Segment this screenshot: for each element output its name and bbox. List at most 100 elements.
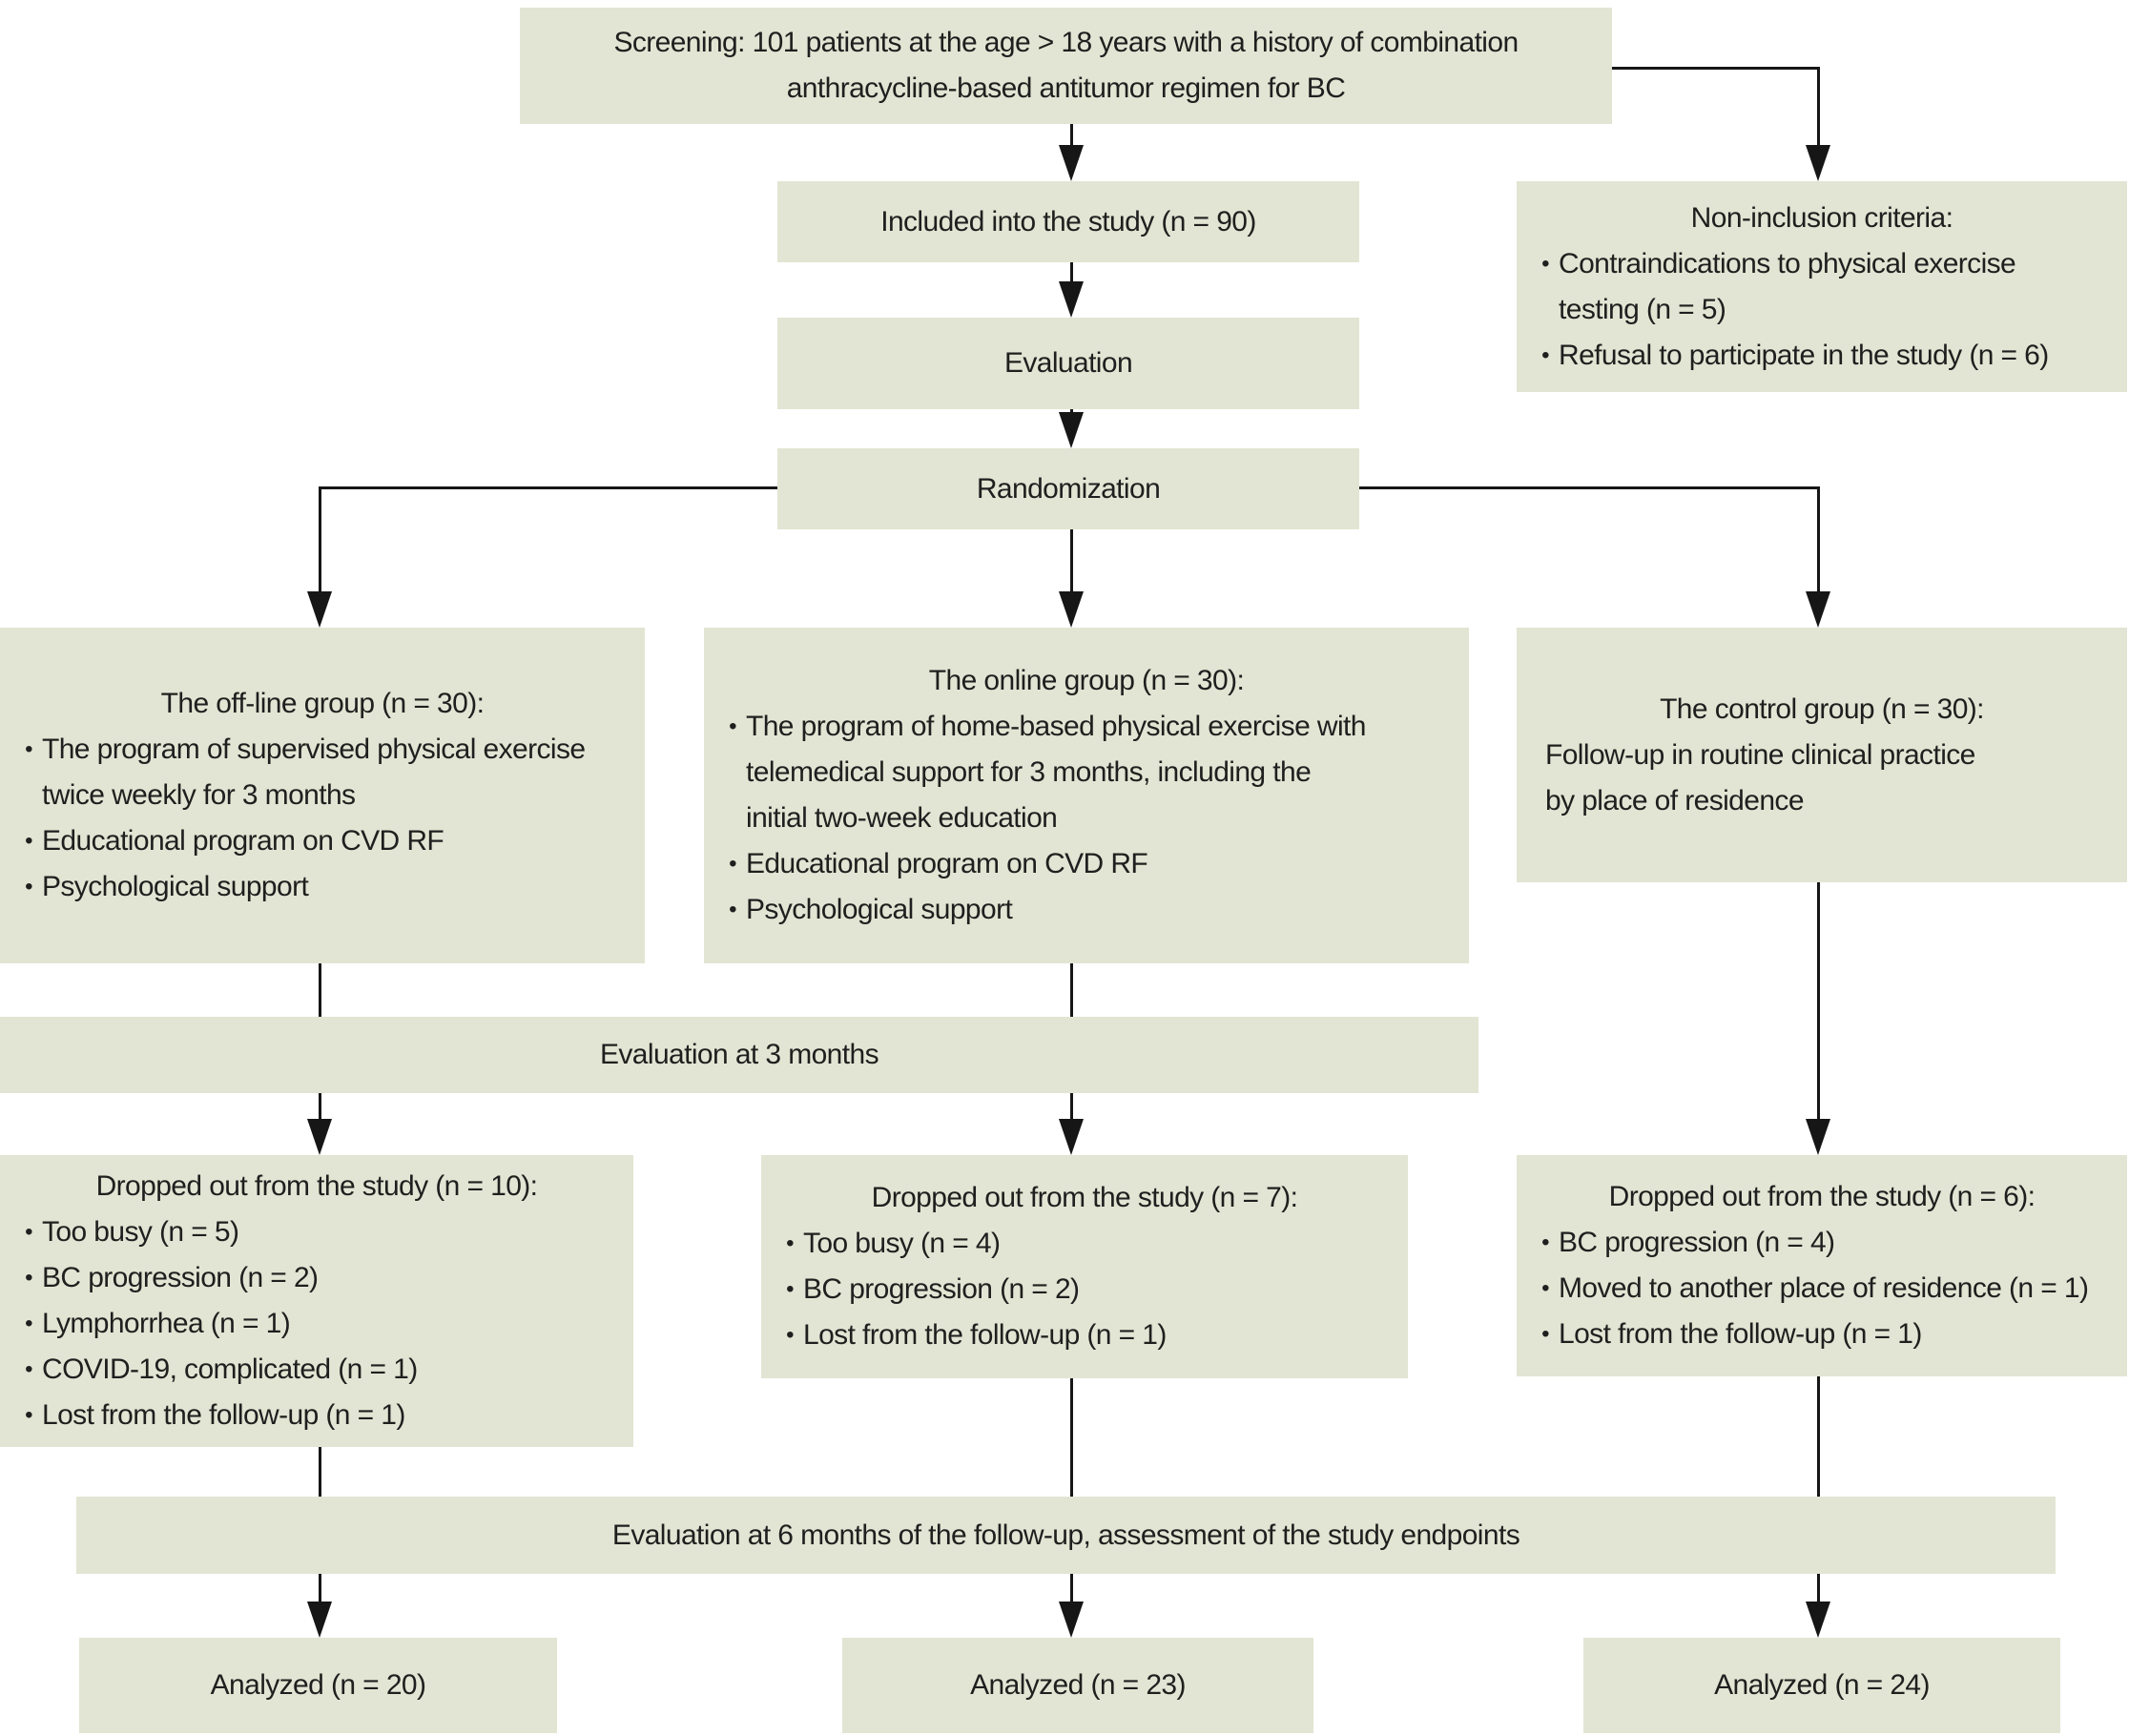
arrow-to-noninclusion-head	[1806, 145, 1830, 181]
connector-randomization-right-h	[1359, 486, 1818, 489]
arrow-randomization-to-offline-line	[319, 486, 321, 593]
list-item-text: Psychological support	[746, 894, 1013, 925]
randomization-label: Randomization	[976, 472, 1161, 505]
list-item: BC progression (n = 2)	[761, 1267, 1408, 1312]
analyzed-offline-box: Analyzed (n = 20)	[79, 1638, 557, 1733]
arrow-eval6-to-analyzed-online-head	[1059, 1602, 1084, 1638]
arrow-randomization-to-online-line	[1070, 529, 1073, 593]
line-dropped-offline-to-eval6	[319, 1447, 321, 1497]
list-item: Contraindications to physical exercise t…	[1517, 241, 2127, 333]
line-dropped-control-to-eval6	[1817, 1376, 1820, 1497]
list-item: Lost from the follow-up (n = 1)	[0, 1393, 633, 1438]
analyzed-control-label: Analyzed (n = 24)	[1714, 1669, 1930, 1701]
list-item-text: Lymphorrhea (n = 1)	[42, 1308, 291, 1339]
arrow-eval6-to-analyzed-offline-line	[319, 1574, 321, 1603]
control-group-body: Follow-up in routine clinical practice b…	[1545, 738, 1975, 816]
list-item: Too busy (n = 4)	[761, 1221, 1408, 1267]
online-group-title: The online group (n = 30):	[928, 665, 1245, 696]
randomization-box: Randomization	[777, 448, 1359, 529]
list-item: BC progression (n = 4)	[1517, 1220, 2127, 1266]
arrow-randomization-to-offline-head	[307, 591, 332, 628]
analyzed-offline-label: Analyzed (n = 20)	[210, 1669, 426, 1701]
analyzed-online-label: Analyzed (n = 23)	[970, 1669, 1186, 1701]
list-item: The program of home-based physical exerc…	[704, 704, 1469, 841]
evaluation-6-months-box: Evaluation at 6 months of the follow-up,…	[76, 1497, 2056, 1574]
non-inclusion-title: Non-inclusion criteria:	[1690, 201, 1953, 234]
screening-text: Screening: 101 patients at the age > 18 …	[613, 27, 1519, 104]
non-inclusion-criteria-box: Non-inclusion criteria: Contraindication…	[1517, 181, 2127, 392]
list-item: Psychological support	[704, 887, 1469, 933]
arrow-eval6-to-analyzed-offline-head	[307, 1602, 332, 1638]
list-item: Lymphorrhea (n = 1)	[0, 1301, 633, 1347]
dropped-out-control-title: Dropped out from the study (n = 6):	[1608, 1181, 2036, 1212]
list-item: COVID-19, complicated (n = 1)	[0, 1347, 633, 1393]
analyzed-control-box: Analyzed (n = 24)	[1583, 1638, 2060, 1733]
arrow-eval3-to-dropped-offline-line	[319, 1093, 321, 1121]
arrow-eval3-to-dropped-online-head	[1059, 1119, 1084, 1155]
online-group-box: The online group (n = 30): The program o…	[704, 628, 1469, 963]
arrow-included-to-evaluation-head	[1059, 281, 1084, 318]
list-item-text: Educational program on CVD RF	[42, 825, 444, 857]
arrow-randomization-to-control-head	[1806, 591, 1830, 628]
list-item-text: COVID-19, complicated (n = 1)	[42, 1354, 418, 1385]
list-item-text: Too busy (n = 5)	[42, 1216, 239, 1248]
evaluation-3-months-box: Evaluation at 3 months	[0, 1017, 1478, 1093]
connector-randomization-left-h	[320, 486, 777, 489]
list-item: Educational program on CVD RF	[704, 841, 1469, 887]
arrow-eval3-to-dropped-offline-head	[307, 1119, 332, 1155]
control-group-title: The control group (n = 30):	[1660, 692, 1984, 725]
arrow-screening-to-included-head	[1059, 145, 1084, 181]
line-dropped-online-to-eval6	[1070, 1378, 1073, 1497]
evaluation-box: Evaluation	[777, 318, 1359, 409]
arrow-eval6-to-analyzed-control-line	[1817, 1574, 1820, 1603]
dropped-out-online-title: Dropped out from the study (n = 7):	[871, 1182, 1298, 1213]
line-online-to-eval3	[1070, 963, 1073, 1017]
dropped-out-offline-title: Dropped out from the study (n = 10):	[95, 1170, 538, 1202]
list-item-text: Lost from the follow-up (n = 1)	[42, 1399, 405, 1431]
evaluation-3-months-label: Evaluation at 3 months	[600, 1039, 879, 1070]
list-item: Lost from the follow-up (n = 1)	[761, 1312, 1408, 1358]
list-item-text: Psychological support	[42, 871, 309, 902]
dropped-out-online-box: Dropped out from the study (n = 7): Too …	[761, 1155, 1408, 1378]
evaluation-6-months-label: Evaluation at 6 months of the follow-up,…	[611, 1519, 1520, 1551]
arrow-control-to-dropped-line	[1817, 882, 1820, 1121]
arrow-control-to-dropped-head	[1806, 1119, 1830, 1155]
screening-box: Screening: 101 patients at the age > 18 …	[520, 8, 1612, 124]
list-item-text: Educational program on CVD RF	[746, 848, 1148, 879]
dropped-out-control-box: Dropped out from the study (n = 6): BC p…	[1517, 1155, 2127, 1376]
arrow-randomization-to-control-line	[1817, 486, 1820, 593]
list-item-text: Lost from the follow-up (n = 1)	[1559, 1318, 1922, 1350]
evaluation-label: Evaluation	[1003, 347, 1133, 379]
included-label: Included into the study (n = 90)	[880, 205, 1256, 238]
analyzed-online-box: Analyzed (n = 23)	[842, 1638, 1313, 1733]
list-item-text: BC progression (n = 2)	[42, 1262, 319, 1293]
list-item: Too busy (n = 5)	[0, 1209, 633, 1255]
arrow-eval3-to-dropped-online-line	[1070, 1093, 1073, 1121]
arrow-screening-to-included-line	[1070, 124, 1073, 151]
arrow-eval6-to-analyzed-control-head	[1806, 1602, 1830, 1638]
connector-screening-to-noninclusion-h	[1612, 67, 1819, 70]
included-box: Included into the study (n = 90)	[777, 181, 1359, 262]
list-item: BC progression (n = 2)	[0, 1255, 633, 1301]
line-offline-to-eval3	[319, 963, 321, 1017]
list-item: Educational program on CVD RF	[0, 818, 645, 864]
list-item: Lost from the follow-up (n = 1)	[1517, 1312, 2127, 1357]
list-item: Refusal to participate in the study (n =…	[1517, 333, 2127, 379]
list-item-text: The program of supervised physical exerc…	[42, 734, 586, 811]
offline-group-title: The off-line group (n = 30):	[160, 688, 485, 719]
arrow-to-noninclusion-line	[1817, 67, 1820, 147]
list-item-text: Lost from the follow-up (n = 1)	[803, 1319, 1167, 1351]
arrow-eval6-to-analyzed-online-line	[1070, 1574, 1073, 1603]
offline-group-box: The off-line group (n = 30): The program…	[0, 628, 645, 963]
list-item: Moved to another place of residence (n =…	[1517, 1266, 2127, 1312]
arrow-evaluation-to-randomization-head	[1059, 412, 1084, 448]
list-item-text: Refusal to participate in the study (n =…	[1559, 339, 2049, 371]
dropped-out-offline-box: Dropped out from the study (n = 10): Too…	[0, 1155, 633, 1447]
list-item-text: Too busy (n = 4)	[803, 1228, 1001, 1259]
list-item: The program of supervised physical exerc…	[0, 727, 645, 818]
arrow-randomization-to-online-head	[1059, 591, 1084, 628]
list-item: Psychological support	[0, 864, 645, 910]
list-item-text: BC progression (n = 4)	[1559, 1227, 1835, 1258]
list-item-text: Contraindications to physical exercise t…	[1559, 247, 2016, 325]
